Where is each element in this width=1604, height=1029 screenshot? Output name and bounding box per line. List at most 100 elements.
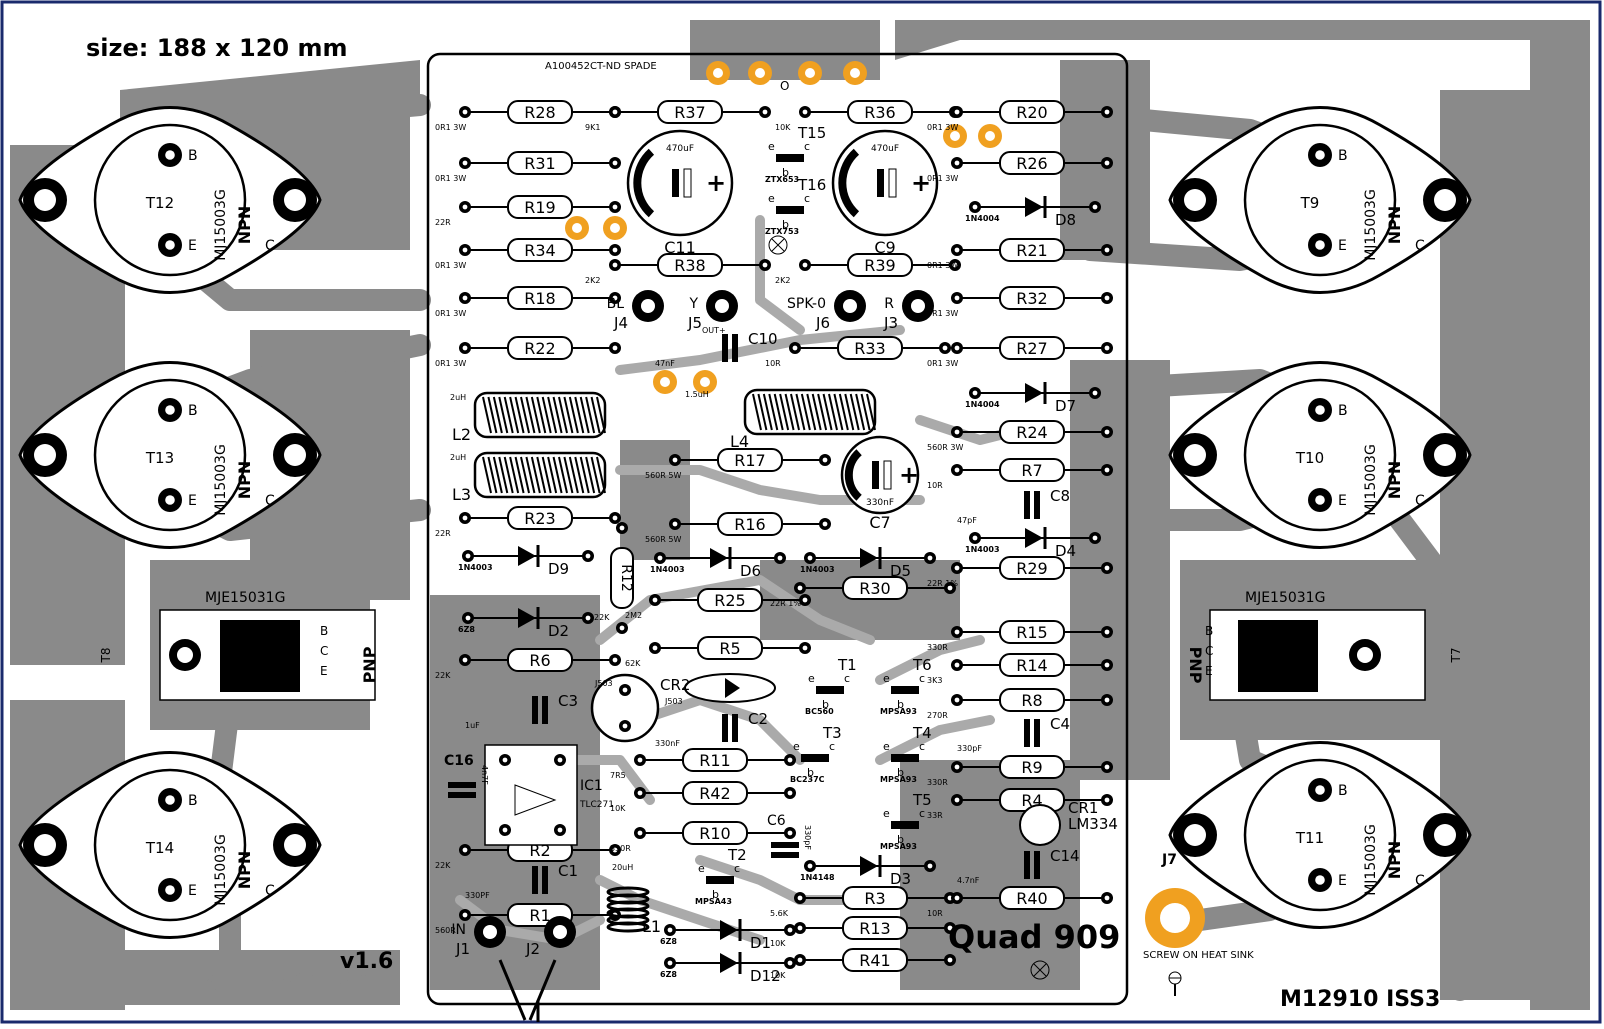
diode-d7-id: D7 <box>1055 397 1076 415</box>
diode-d12-pad-a-hole <box>667 960 673 966</box>
cr1-id: CR1 <box>1068 799 1098 817</box>
driver-t8-part: MJE15031G <box>205 590 285 606</box>
transistor-t11-type: NPN <box>1385 841 1404 880</box>
diode-d9-value: 1N4003 <box>458 563 493 572</box>
inductor-l2-winding <box>536 396 547 434</box>
diode-d4-pad-a-hole <box>972 535 978 541</box>
inductor-l2-winding <box>552 396 563 434</box>
transistor-t9-mount-hole <box>1184 189 1206 211</box>
small-transistor-t16-part: ZTX753 <box>765 227 799 236</box>
small-transistor-t4-body <box>891 754 919 762</box>
small-transistor-t2-part: MPSA43 <box>695 897 732 906</box>
resistor-r14-id: R14 <box>1016 656 1047 675</box>
inductor-l2-winding <box>541 396 552 434</box>
resistor-r34-pad-b-hole <box>612 247 618 253</box>
small-transistor-t15-e-label: e <box>768 140 775 153</box>
spade-label: A100452CT-ND SPADE <box>545 61 657 72</box>
inductor-l3-winding <box>530 456 541 494</box>
transistor-t13-id: T13 <box>145 449 174 467</box>
resistor-r26-value: 0R1 3W <box>927 174 958 183</box>
transistor-t13-mount-hole <box>34 444 56 466</box>
jack-j4-label: BL <box>607 296 625 312</box>
inductor-l4-winding <box>811 393 822 431</box>
transistor-t11-c-label: C <box>1415 873 1425 889</box>
small-transistor-t16-c-label: c <box>804 192 810 205</box>
cr1-can <box>1019 804 1061 846</box>
resistor-r9-pad-b-hole <box>1104 764 1110 770</box>
resistor-r18-pad-b-hole <box>612 295 618 301</box>
resistor-r19-pad-b-hole <box>612 204 618 210</box>
small-transistor-t6-id: T6 <box>912 656 932 674</box>
resistor-r10-pad-b-hole <box>787 830 793 836</box>
resistor-r11-pad-b-hole <box>787 757 793 763</box>
resistor-r39-pad-a-hole <box>802 262 808 268</box>
transistor-t14-c-label: C <box>265 883 275 899</box>
electrolytic-c7-plus: + <box>899 461 919 489</box>
resistor-r24-pad-a-hole <box>954 429 960 435</box>
resistor-r23-pad-b-hole <box>612 515 618 521</box>
electrolytic-c11-id: C11 <box>664 238 696 257</box>
diode-d1-pad-a-hole <box>667 927 673 933</box>
diode-d8-value: 1N4004 <box>965 214 1000 223</box>
resistor-r21-value: 0R1 3W <box>927 261 958 270</box>
small-transistor-t6-b-label: b <box>897 698 904 711</box>
electrolytic-c11-band <box>633 148 655 218</box>
resistor-r6-id: R6 <box>529 651 550 670</box>
resistor-r31-value: 0R1 3W <box>435 174 466 183</box>
small-transistor-t3-c-label: c <box>829 740 835 753</box>
diode-d2-pad-b-hole <box>585 615 591 621</box>
transistor-t13-e-pad-hole <box>165 495 175 505</box>
resistor-r24-value: 560R 3W <box>927 443 963 452</box>
transistor-t10-mount-hole <box>1434 444 1456 466</box>
diode-d1-arrow <box>720 920 738 940</box>
resistor-r28-id: R28 <box>524 103 555 122</box>
driver-t7-part: MJE15031G <box>1245 590 1325 606</box>
resistor-r24-body <box>999 420 1065 444</box>
transistor-t12-part: MJ15003G <box>213 189 229 261</box>
resistor-r7-value: 10R <box>927 481 943 490</box>
transistor-t11-mount-hole <box>1184 824 1206 846</box>
inductor-l3-winding <box>596 456 606 494</box>
diode-d4-id: D4 <box>1055 542 1076 560</box>
small-transistor-t2-c-label: c <box>734 862 740 875</box>
capacitor-c2-id: C2 <box>748 710 768 728</box>
small-transistor-t4-part: MPSA93 <box>880 775 917 784</box>
small-transistor-t1-part: BC560 <box>805 707 834 716</box>
inductor-l4-winding <box>822 393 833 431</box>
inductor-l3-winding <box>498 456 509 494</box>
diode-d7-pad-b-hole <box>1092 390 1098 396</box>
size-bottom-label: size: 188 x 120 mm <box>129 966 390 994</box>
small-transistor-t6-body <box>891 686 919 694</box>
resistor-r12-id: R12 <box>618 564 634 592</box>
transistor-t11-b-pad-hole <box>1315 785 1325 795</box>
resistor-r39-body <box>847 253 913 277</box>
transistor-t14-e-label: E <box>188 883 197 899</box>
diode-d6-id: D6 <box>740 562 761 580</box>
inductor-l2-winding <box>487 396 498 434</box>
inductor-l4-winding <box>866 393 876 431</box>
small-transistor-t1-c-label: c <box>844 672 850 685</box>
diode-d6-arrow <box>710 548 728 568</box>
transistor-t9-mount-hole <box>1434 189 1456 211</box>
resistor-r42-pad-b-hole <box>787 790 793 796</box>
inductor-l4-winding <box>828 393 838 431</box>
small-transistor-t5-b-label: b <box>897 833 904 846</box>
resistor-r38-value: 2K2 <box>585 276 600 285</box>
main-board-outline <box>426 52 1129 1006</box>
version-label: v1.6 <box>340 949 393 974</box>
resistor-r3-body <box>842 886 908 910</box>
resistor-r17-value: 560R 5W <box>645 471 681 480</box>
resistor-r8-pad-b-hole <box>1104 697 1110 703</box>
inductor-l2-winding <box>503 396 514 434</box>
resistor-r41-pad-a-hole <box>797 957 803 963</box>
resistor-r12-pad-b-hole <box>619 625 625 631</box>
transistor-t10-type: NPN <box>1385 461 1404 500</box>
driver-t8-pin-e: E <box>320 664 328 678</box>
ic-ic1-pad-hole <box>502 827 508 833</box>
resistor-r11-id: R11 <box>699 751 730 770</box>
resistor-r2-pad-a-hole <box>462 847 468 853</box>
inductor-l2-winding <box>590 396 601 434</box>
transistor-t9-part: MJ15003G <box>1363 189 1379 261</box>
transistor-t12-mount-hole <box>284 189 306 211</box>
